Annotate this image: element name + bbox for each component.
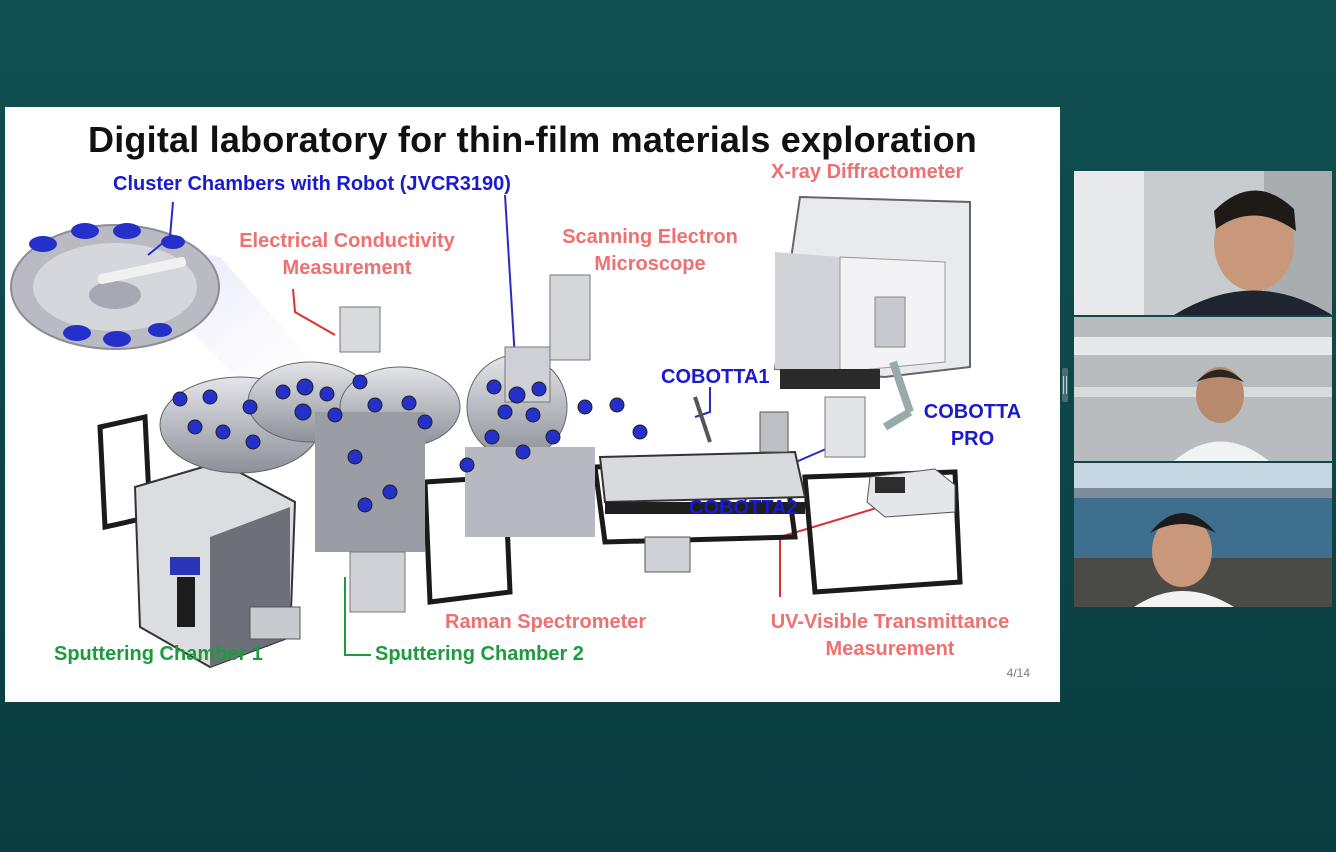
label-sem-line2: Microscope: [594, 253, 706, 275]
participant-video-tile-1[interactable]: [1074, 171, 1332, 315]
label-electrical-conductivity: Electrical Conductivity Measurement: [217, 228, 477, 282]
xray-diffractometer: [773, 195, 971, 431]
participant-video-tile-2[interactable]: [1074, 317, 1332, 461]
label-cobotta-pro-line1: COBOTTA: [923, 401, 1022, 423]
participant-video-tile-3[interactable]: [1074, 463, 1332, 607]
label-cluster-chambers: Cluster Chambers with Robot (JVCR3190): [113, 173, 511, 195]
label-electrical-line1: Electrical Conductivity: [239, 230, 455, 252]
slide-page-indicator: 4/14: [1006, 666, 1030, 680]
participant-1-video: [1074, 171, 1332, 315]
slide-title: Digital laboratory for thin-film materia…: [88, 119, 977, 160]
label-xray-diffractometer: X-ray Diffractometer: [771, 161, 964, 183]
label-cobotta2: COBOTTA2: [689, 497, 798, 519]
label-raman-spectrometer: Raman Spectrometer: [445, 611, 647, 633]
label-electrical-line2: Measurement: [282, 257, 412, 279]
label-sem-line1: Scanning Electron: [562, 226, 738, 248]
label-cobotta-pro-line2: PRO: [950, 428, 995, 450]
uv-visible-unit: [824, 396, 956, 518]
label-scanning-electron-microscope: Scanning Electron Microscope: [540, 224, 760, 278]
label-sputtering-chamber-2: Sputtering Chamber 2: [375, 643, 584, 665]
participant-3-video: [1074, 463, 1332, 607]
label-cobotta-pro: COBOTTA PRO: [915, 399, 1030, 453]
label-sputtering-chamber-1: Sputtering Chamber 1: [54, 643, 263, 665]
lab-equipment-illustration: [10, 194, 971, 669]
label-cobotta1: COBOTTA1: [661, 366, 770, 388]
label-uv-line2: Measurement: [825, 638, 955, 660]
left-rack: [133, 460, 301, 669]
robot-track: [598, 396, 807, 514]
participant-2-video: [1074, 317, 1332, 461]
label-uv-visible: UV-Visible Transmittance Measurement: [750, 609, 1030, 663]
panel-resize-handle[interactable]: [1062, 368, 1068, 402]
cluster-chambers: [159, 274, 691, 613]
cluster-chamber-inset: [10, 223, 220, 350]
presentation-slide: Digital laboratory for thin-film materia…: [5, 107, 1060, 702]
label-uv-line1: UV-Visible Transmittance: [770, 611, 1010, 633]
